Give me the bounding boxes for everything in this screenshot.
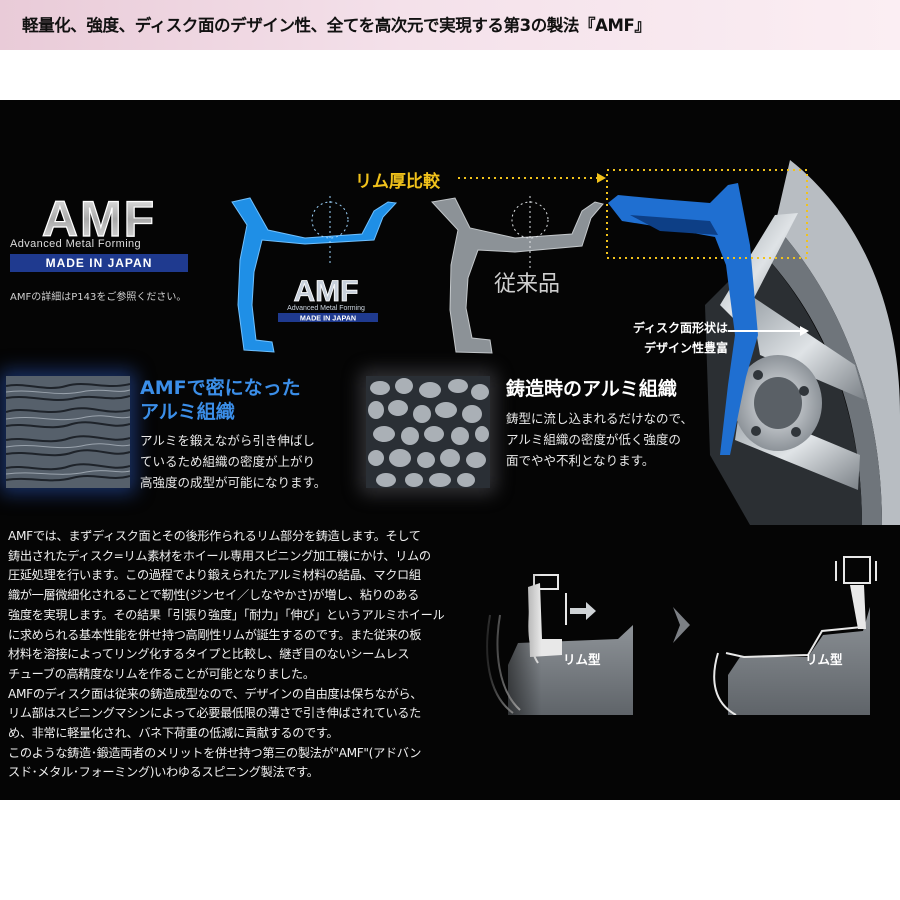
amf-structure-text-line-1: アルミを鍛えながら引き伸ばし	[140, 433, 315, 448]
cast-structure-text-line-3: 面でやや不利となります。	[506, 453, 655, 468]
body-line-1: AMFでは、まずディスク面とその後形作られるリム部分を鋳造します。そして	[8, 529, 421, 543]
rim-mold-label-2: リム型	[805, 652, 843, 667]
disk-shape-caption: ディスク面形状は デザイン性豊富	[560, 318, 728, 358]
amf-structure-text-line-2: ているため組織の密度が上がり	[140, 454, 316, 469]
amf-wordmark: AMF	[42, 196, 156, 247]
cast-structure-text-line-1: 鋳型に流し込まれるだけなので、	[506, 411, 694, 426]
body-line-3: 圧延処理を行います。この過程でより鍛えられたアルミ材料の結晶、マクロ組	[8, 568, 421, 583]
body-line-13: スド･メタル･フォーミング)いわゆるスピニング製法です。	[8, 765, 319, 780]
main-panel: AMF Advanced Metal Forming MADE IN JAPAN…	[0, 100, 900, 800]
rim-thickness-label: リム厚比較	[355, 172, 440, 192]
wheel-cutaway-illustration	[606, 160, 900, 525]
amf-badge-made-in: MADE IN JAPAN	[300, 314, 356, 323]
cast-structure-title: 鋳造時のアルミ組織	[506, 378, 677, 400]
body-line-7: 材料を溶接によってリング化するタイプと比較し、継ぎ目のないシームレス	[8, 647, 410, 662]
body-line-8: チューブの高精度なリムを作ることが可能となりました。	[8, 666, 315, 681]
conventional-label: 従来品	[494, 272, 561, 297]
amf-structure-title: AMFで密になった アルミ組織	[140, 376, 301, 424]
rim-comparison-diagram: AMF Advanced Metal Forming MADE IN JAPAN	[231, 173, 606, 354]
amf-badge-subtitle: Advanced Metal Forming	[287, 305, 365, 312]
headline: 軽量化、強度、ディスク面のデザイン性、全てを高次元で実現する第3の製法『AMF』	[22, 16, 651, 35]
cast-structure-texture	[366, 376, 490, 488]
amf-structure-title-line-1: AMFで密になった	[140, 377, 301, 399]
amf-structure-title-line-2: アルミ組織	[140, 401, 235, 423]
disk-caption-line-1: ディスク面形状は	[632, 321, 728, 335]
amf-logo: AMF	[41, 196, 156, 248]
body-line-4: 織が一層微細化されることで靭性(ジンセイ／しなやかさ)が増し、粘りのある	[8, 588, 419, 603]
spinning-process-diagram	[478, 545, 900, 715]
body-line-5: 強度を実現します。その結果「引張り強度」「耐力」「伸び」というアルミホイール	[8, 607, 445, 622]
body-text: AMFでは、まずディスク面とその後形作られるリム部分を鋳造します。そして 鋳出さ…	[8, 527, 445, 783]
amf-structure-text: アルミを鍛えながら引き伸ばし ているため組織の密度が上がり 高強度の成型が可能に…	[140, 430, 326, 493]
amf-badge-wordmark: AMF	[294, 275, 359, 308]
wheel-cross-section	[608, 183, 758, 455]
body-line-12: このような鋳造･鍛造両者のメリットを併せ持つ第三の製法が"AMF"(アドバン	[8, 745, 422, 760]
amf-rim-profile	[231, 197, 398, 353]
amf-structure-text-line-3: 高強度の成型が可能になります。	[140, 475, 327, 490]
amf-structure-texture	[5, 376, 131, 488]
body-line-6: に求められる基本性能を併せ持つ高剛性リムが誕生するのです。また従来の板	[8, 627, 422, 642]
conventional-rim-profile	[431, 197, 604, 354]
body-line-10: リム部はスピニングマシンによって必要最低限の薄さで引き伸ばされているた	[8, 706, 421, 721]
body-line-9: AMFのディスク面は従来の鋳造成型なので、デザインの自由度は保ちながら、	[8, 686, 423, 701]
amf-subtitle: Advanced Metal Forming	[10, 238, 142, 250]
cast-structure-text: 鋳型に流し込まれるだけなので、 アルミ組織の密度が低く強度の 面でやや不利となり…	[506, 408, 693, 471]
headline-bar: 軽量化、強度、ディスク面のデザイン性、全てを高次元で実現する第3の製法『AMF』	[0, 0, 900, 50]
rim-mold-label-1: リム型	[563, 652, 601, 667]
cast-structure-text-line-2: アルミ組織の密度が低く強度の	[506, 432, 681, 447]
made-in-japan-badge: MADE IN JAPAN	[10, 254, 188, 272]
disk-caption-line-2: デザイン性豊富	[643, 341, 728, 355]
body-line-11: め、非常に軽量化され、バネ下荷重の低減に貢献するのです。	[8, 726, 339, 741]
amf-detail-note: AMFの詳細はP143をご参照ください。	[10, 292, 187, 303]
body-line-2: 鋳出されたディスク=リム素材をホイール専用スピニング加工機にかけ、リムの	[8, 548, 431, 563]
